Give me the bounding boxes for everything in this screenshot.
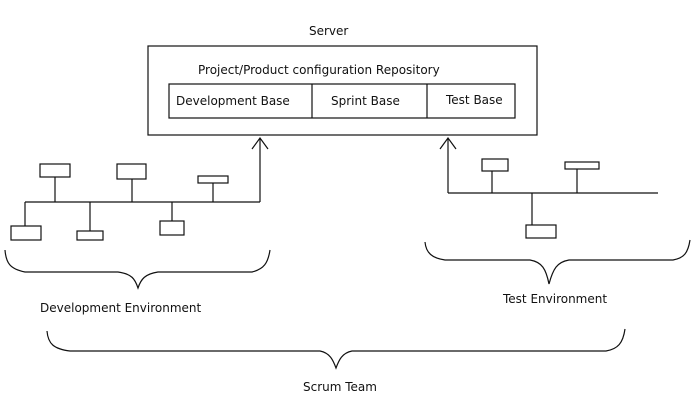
dev-node-1	[39, 163, 71, 178]
sprint-base-label: Sprint Base	[331, 94, 400, 108]
team-brace	[46, 328, 626, 370]
server-title: Server	[309, 24, 349, 38]
dev-uplink-arrow	[251, 136, 269, 150]
development-base-label: Development Base	[176, 94, 290, 108]
test-base-label: Test Base	[446, 93, 503, 107]
test-node-2	[564, 161, 600, 170]
server-box	[147, 45, 538, 136]
test-node-3	[525, 224, 557, 239]
development-brace	[4, 249, 271, 290]
test-brace	[424, 239, 691, 285]
dev-node-4	[10, 225, 42, 241]
test-environment-label: Test Environment	[503, 292, 608, 306]
repository-label: Project/Product configuration Repository	[198, 63, 440, 77]
development-environment-label: Development Environment	[40, 301, 202, 315]
scrum-team-label: Scrum Team	[303, 380, 377, 394]
test-node-1	[481, 158, 509, 172]
dev-node-6	[159, 220, 185, 236]
dev-node-3	[197, 175, 229, 184]
dev-node-2	[116, 163, 147, 180]
dev-node-5	[76, 230, 104, 241]
test-uplink-arrow	[439, 136, 457, 150]
bases-table	[168, 83, 516, 119]
